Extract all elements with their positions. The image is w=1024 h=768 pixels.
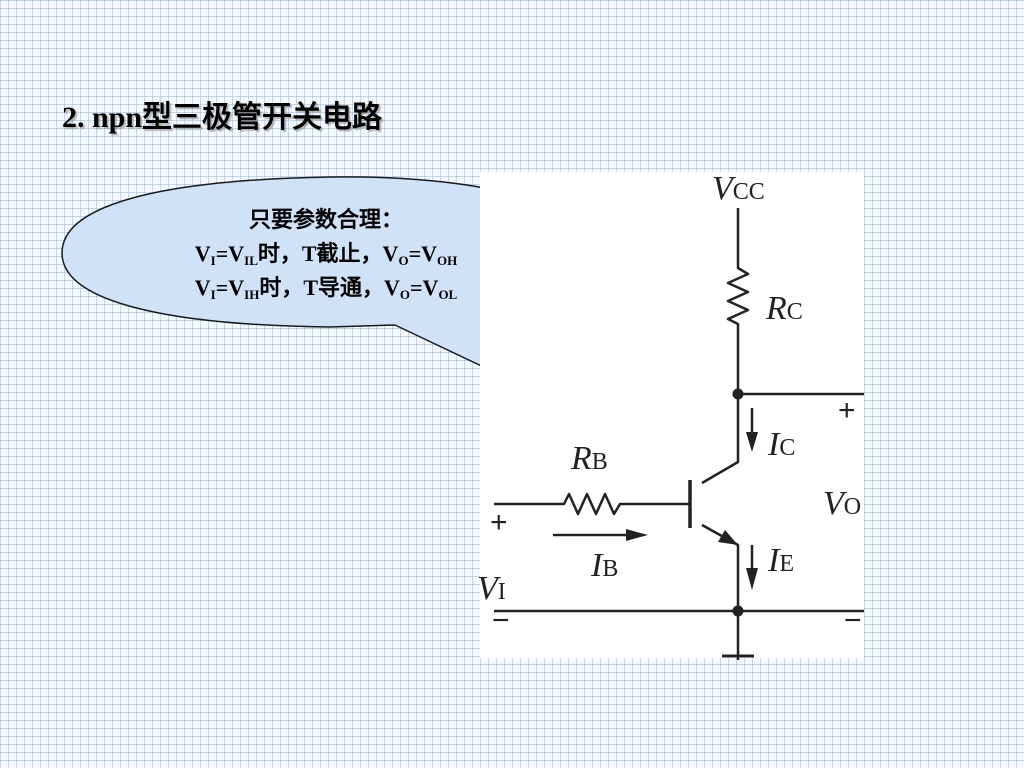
rc-resistor [726, 208, 750, 394]
output-minus-sign: − [844, 604, 862, 637]
callout-line-3: VI=VIH时，T导通，VO=VOL [194, 275, 458, 302]
junction-dot-top [732, 388, 744, 400]
input-plus-sign: + [490, 506, 508, 539]
output-plus-sign: + [838, 394, 856, 427]
emitter-arrow-icon [718, 530, 738, 545]
emitter-wire [701, 523, 740, 660]
ib-label: IB [591, 547, 619, 584]
callout-line-1: 只要参数合理： [248, 207, 403, 232]
vcc-label: VCC [712, 170, 765, 207]
rb-label: RB [571, 440, 608, 477]
slide-title: 2. npn型三极管开关电路 [62, 101, 383, 134]
ic-arrow-icon [746, 408, 758, 452]
ie-label: IE [768, 542, 794, 579]
vo-label: VO [823, 485, 862, 522]
rc-label: RC [766, 290, 803, 327]
collector-wire [701, 394, 740, 485]
ic-label: IC [768, 426, 796, 463]
vi-label: VI [477, 570, 506, 607]
circuit-background [480, 172, 864, 658]
callout-text: 只要参数合理： VI=VIL时，T截止，VO=VOH VI=VIH时，T导通，V… [96, 203, 556, 305]
callout-line-2: VI=VIL时，T截止，VO=VOH [194, 241, 458, 268]
ib-arrow-icon [553, 529, 648, 541]
input-minus-sign: − [492, 604, 510, 637]
junction-dot-bottom [732, 605, 744, 617]
ie-arrow-icon [746, 545, 758, 590]
rb-resistor [494, 492, 690, 516]
